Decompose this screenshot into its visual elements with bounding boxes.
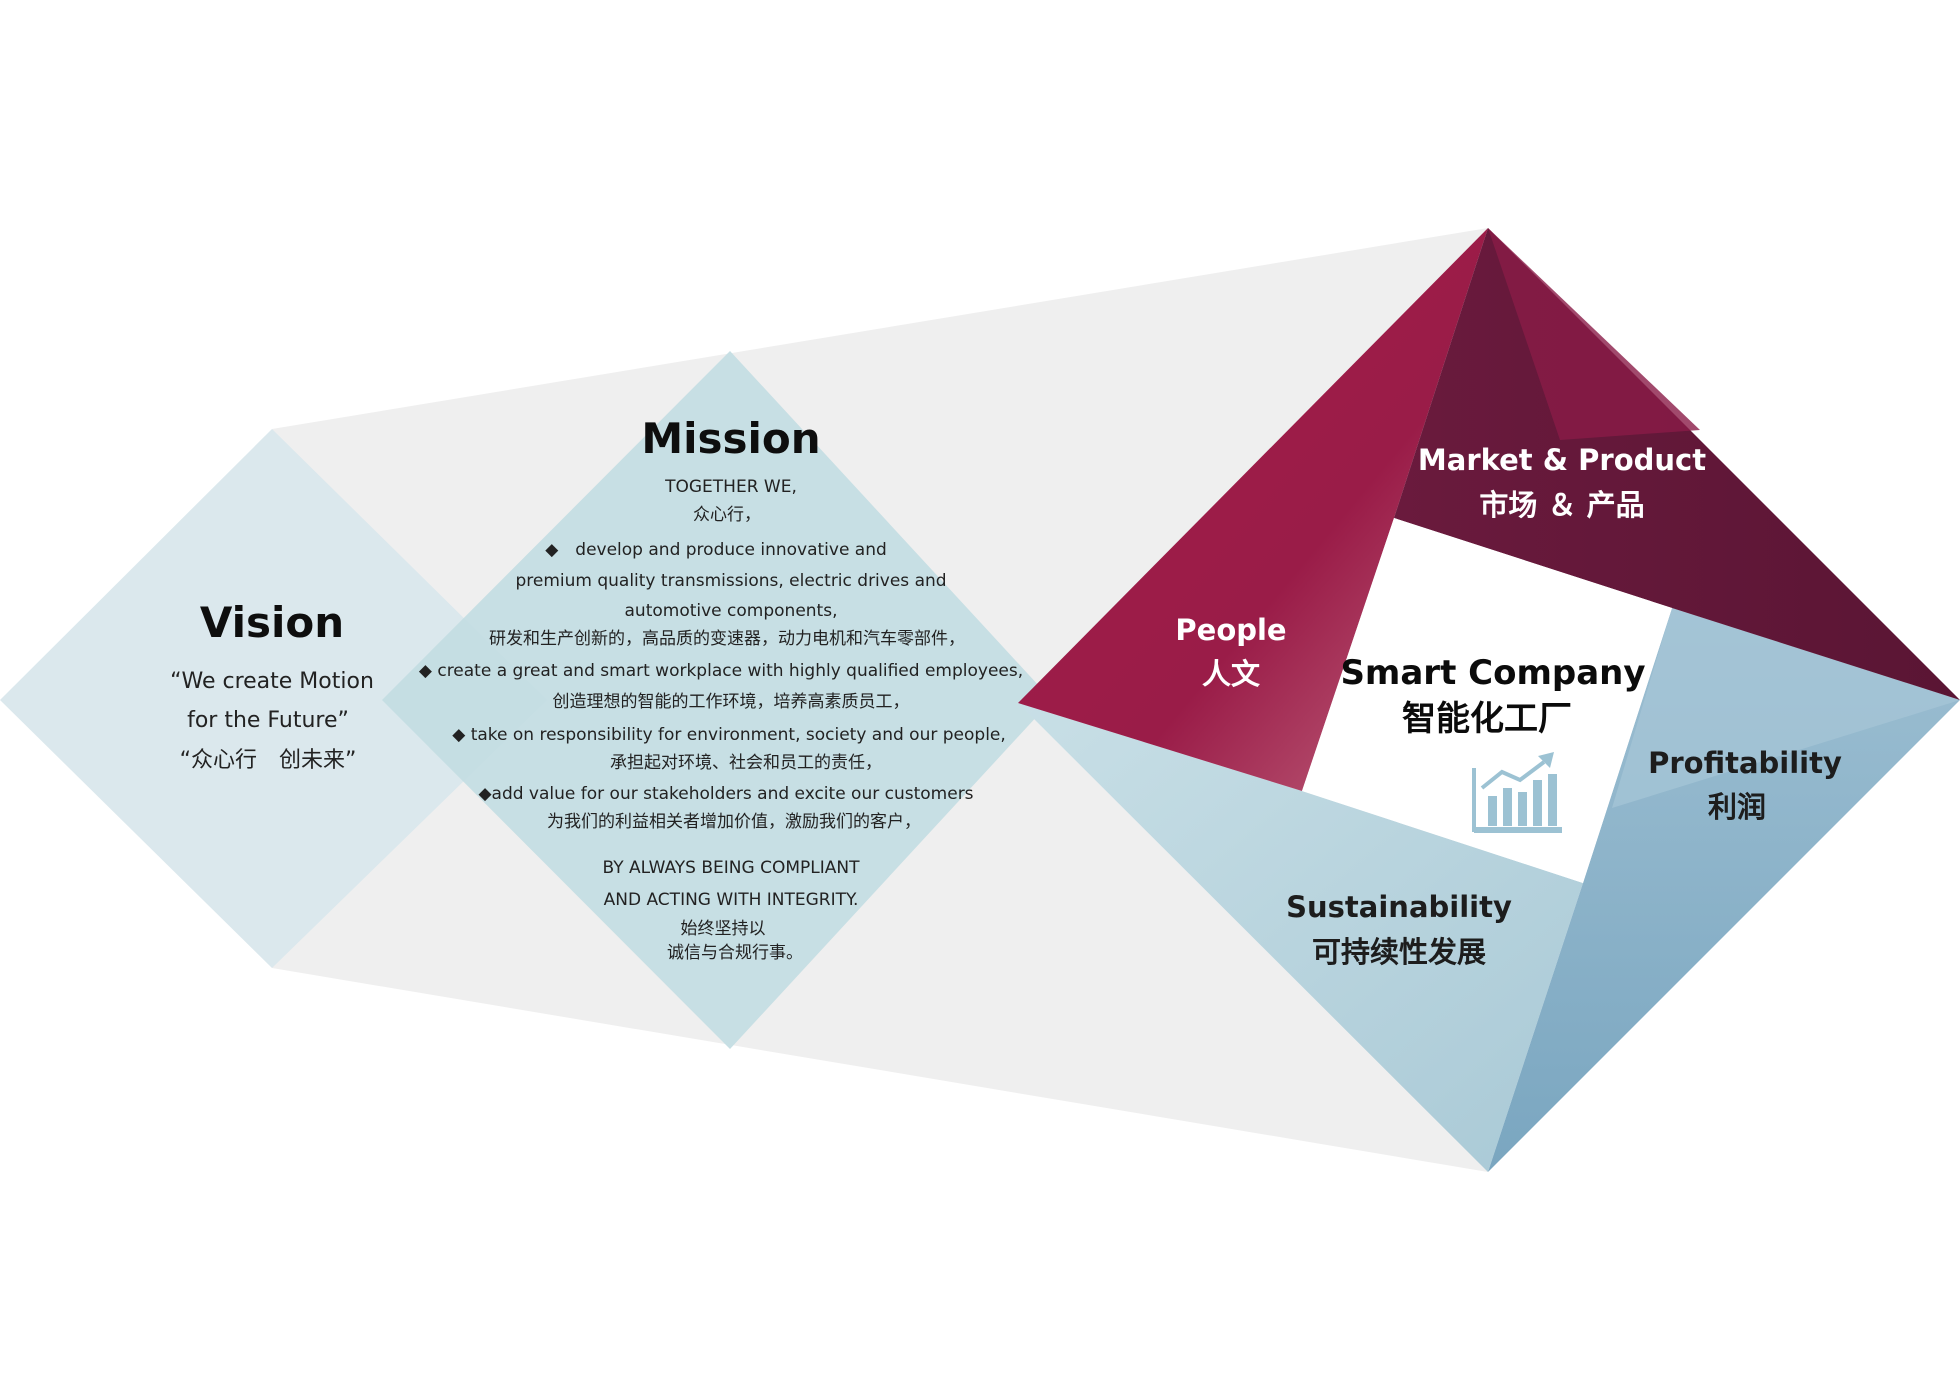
sustainability-segment [1018, 703, 1583, 1172]
profitability-segment [1488, 608, 1960, 1172]
mission-title: Mission [641, 414, 821, 463]
people-label: People [1175, 613, 1287, 647]
mission-line: 为我们的利益相关者增加价值，激励我们的客户， [547, 812, 921, 832]
profitability-label: Profitability [1648, 746, 1842, 780]
smart-company-square [1302, 518, 1672, 883]
smart-company-diamond [1018, 228, 1960, 1172]
market-product-facet [1488, 228, 1700, 440]
mission-diamond [382, 351, 1052, 1049]
mission-line: TOGETHER WE, [665, 477, 797, 497]
mission-line: ◆ take on responsibility for environment… [452, 725, 1006, 745]
people-segment [1018, 228, 1488, 791]
profitability-highlight [1612, 608, 1960, 808]
mission-line: 创造理想的智能的工作环境，培养高素质员工， [552, 692, 910, 712]
smart-company-label: Smart Company [1340, 653, 1646, 693]
profitability-label-cn: 利润 [1707, 790, 1767, 824]
people-label-cn: 人文 [1201, 657, 1261, 691]
mission-line: AND ACTING WITH INTEGRITY. [603, 890, 859, 910]
mission-line: ◆add value for our stakeholders and exci… [478, 784, 974, 804]
vision-diamond [0, 429, 547, 968]
bar-chart-growth-icon [1472, 752, 1562, 833]
mission-line: automotive components, [624, 601, 838, 621]
mission-line: premium quality transmissions, electric … [515, 571, 947, 591]
sustainability-label: Sustainability [1286, 890, 1512, 924]
mission-line: 研发和生产创新的，高品质的变速器，动力电机和汽车零部件， [489, 629, 965, 649]
sustainability-label-cn: 可持续性发展 [1311, 935, 1487, 969]
mission-line: 众心行， [693, 505, 761, 525]
mission-line: ◆ develop and produce innovative and [545, 540, 887, 560]
vision-title: Vision [199, 598, 345, 647]
vision-quote-en-1: “We create Motion [170, 669, 374, 694]
mission-line: 始终坚持以 [680, 919, 766, 939]
mission-line: 诚信与合规行事。 [667, 943, 803, 963]
vision-quote-en-2: for the Future” [187, 708, 349, 733]
vision-quote-cn: “众心行 创未来” [179, 748, 357, 773]
mission-line: BY ALWAYS BEING COMPLIANT [602, 858, 860, 878]
mission-line: 承担起对环境、社会和员工的责任， [610, 753, 882, 773]
smart-company-label-cn: 智能化工厂 [1402, 699, 1572, 739]
market-product-label-cn: 市场 ＆ 产品 [1479, 488, 1645, 522]
market-product-label: Market & Product [1417, 443, 1707, 477]
mission-line: ◆ create a great and smart workplace wit… [418, 661, 1024, 681]
